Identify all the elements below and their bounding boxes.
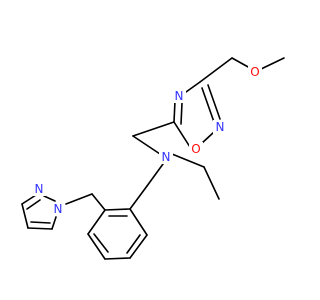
bond-methyl-o [258,57,285,71]
bond-c5-ch2 [132,121,175,137]
bond-benzene-5 [87,209,106,235]
atom-n-pyrazole-2-label: N [35,182,44,196]
bond-n2-c3 [21,194,37,205]
bonds [21,57,285,260]
atom-n-oxadiazole-4-label: N [175,89,184,103]
atom-labels: O N N O N N N [32,65,262,216]
bond-benzene-6 [104,208,131,211]
atom-o-methoxy-label: O [250,65,259,79]
bond-c5-n4-double [180,102,183,125]
bond-benzene-2-inner [126,234,141,254]
atom-o-methoxy: O [248,65,262,79]
bond-ring-ch2 [91,193,106,211]
atom-n-amine: N [159,150,173,164]
bond-ch2-n-amine [132,135,161,155]
atom-n-pyrazole-2: N [32,182,46,196]
bond-ethyl-ch3 [203,166,220,200]
atom-n-oxadiazole-4: N [172,89,186,103]
bond-ch2-oxadiazole-c3 [199,57,233,83]
bond-o1-c5 [173,121,191,148]
bond-n-benzyl-ch2 [146,163,164,187]
molecule-structure: O N N O N N N [21,57,285,260]
bond-n2-c3-double [26,199,41,210]
bond-ch2-n-pyrazole [65,193,93,205]
bond-benzene-4-inner [93,233,109,253]
bond-benzene-2 [129,234,148,259]
bond-c3-c4 [21,203,29,229]
atom-o-oxadiazole-1: O [189,142,203,156]
bond-c5-n1 [51,216,57,230]
bond-c3-n4 [185,81,201,93]
bond-c5-n4 [173,100,176,123]
atom-o-oxadiazole-1-label: O [191,142,200,156]
atom-n-amine-label: N [162,150,171,164]
bond-n2-o1 [200,131,215,145]
bond-n-ethyl-ch2 [171,153,205,168]
atom-n-oxadiazole-2-label: N [216,120,225,134]
atom-n-pyrazole-1-label: N [54,202,63,216]
bond-n1-n2 [43,195,56,202]
bond-benzene-1 [129,208,148,236]
bond-c4-c5 [27,227,53,230]
bond-o-ch2 [231,57,251,69]
atom-n-pyrazole-1: N [51,202,65,216]
bond-c3-n2 [201,87,215,123]
bond-benzene-4 [87,233,106,260]
atom-n-oxadiazole-2: N [213,120,227,134]
bond-c4-c5-double [30,221,51,224]
bond-benzene-3 [104,257,131,260]
bond-benzyl-ch2-ring [129,185,148,210]
bond-c3-n2-double [207,84,221,120]
